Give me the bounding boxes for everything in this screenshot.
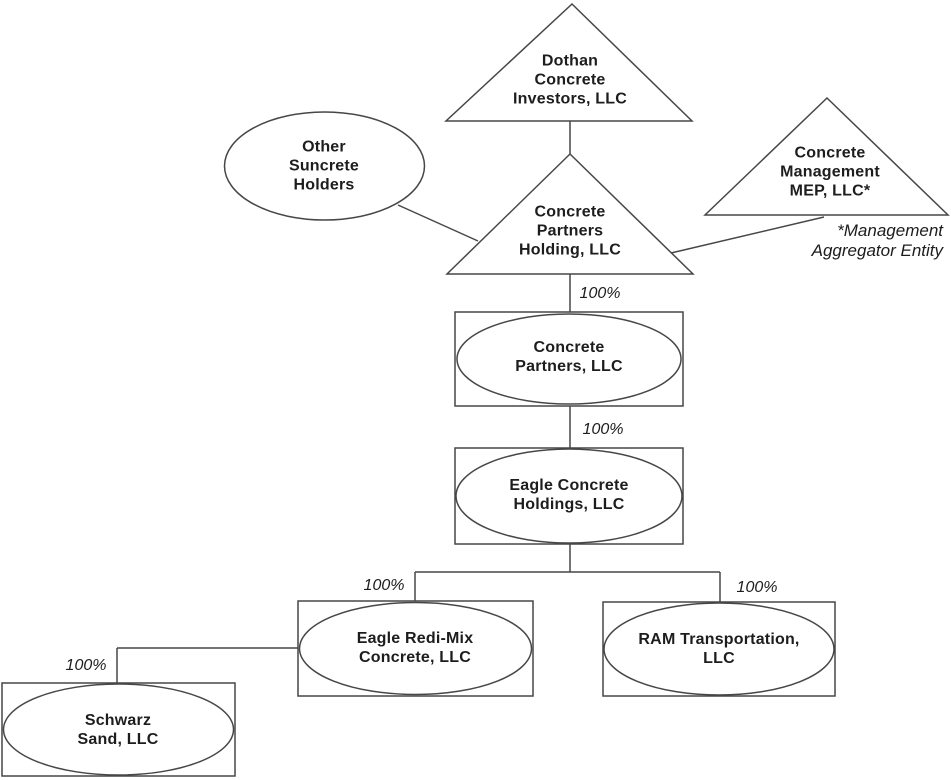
node-label-schwarz-sand: Schwarz Sand, LLC bbox=[77, 712, 159, 748]
node-eagle-redi-mix-ellipse bbox=[298, 601, 533, 696]
ownership-label-eagle-holdings-to-ram: 100% bbox=[736, 579, 778, 596]
ownership-label-partners-to-eagle-holdings: 100% bbox=[582, 421, 624, 438]
node-ram-transportation-ellipse bbox=[603, 602, 835, 696]
node-label-other-suncrete: Other Suncrete Holders bbox=[288, 138, 360, 194]
ownership-label-eagle-holdings-to-redi-mix: 100% bbox=[363, 577, 405, 594]
node-label-eagle-concrete-holdings: Eagle Concrete Holdings, LLC bbox=[509, 477, 629, 513]
node-concrete-management-triangle bbox=[703, 96, 950, 216]
ownership-label-redi-mix-to-schwarz: 100% bbox=[65, 657, 107, 674]
edge-management-to-holding bbox=[670, 216, 825, 254]
node-concrete-partners-holding-triangle bbox=[445, 152, 695, 275]
node-other-suncrete-ellipse bbox=[223, 111, 426, 221]
node-concrete-partners-ellipse bbox=[456, 313, 682, 405]
node-label-concrete-partners: Concrete Partners, LLC bbox=[515, 339, 623, 375]
node-schwarz-sand-ellipse bbox=[2, 683, 235, 776]
node-label-concrete-partners-holding: Concrete Partners Holding, LLC bbox=[519, 203, 621, 259]
node-label-concrete-management: Concrete Management MEP, LLC* bbox=[780, 144, 880, 200]
node-eagle-concrete-holdings-ellipse bbox=[455, 448, 683, 544]
node-label-eagle-redi-mix: Eagle Redi-Mix Concrete, LLC bbox=[356, 630, 474, 666]
edge-suncrete-to-holding bbox=[397, 204, 479, 242]
node-label-dothan: Dothan Concrete Investors, LLC bbox=[513, 52, 627, 108]
management-aggregator-footnote: *Management Aggregator Entity bbox=[811, 221, 943, 260]
ownership-label-holding-to-partners: 100% bbox=[579, 285, 621, 302]
node-dothan-triangle bbox=[444, 2, 694, 122]
node-label-ram-transportation: RAM Transportation, LLC bbox=[638, 631, 800, 667]
